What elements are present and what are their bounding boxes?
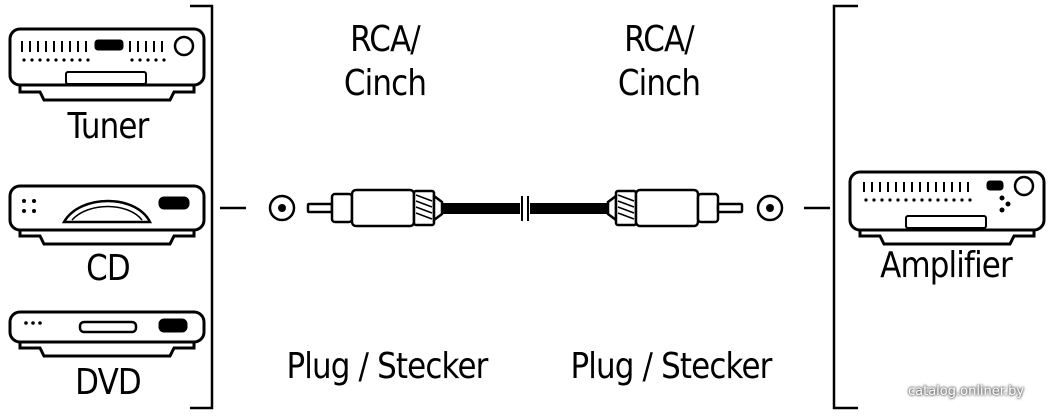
left-connector-type-line1: RCA/ — [350, 19, 421, 60]
right-connector-type-label: RCA/ Cinch — [603, 18, 715, 106]
tuner-label: Tuner — [67, 106, 150, 147]
left-plug-icon — [306, 188, 444, 228]
tuner-icon — [8, 27, 206, 102]
dvd-player-icon — [8, 310, 206, 358]
source-group-bracket — [190, 4, 214, 410]
left-connector-type-label: RCA/ Cinch — [329, 18, 441, 106]
amplifier-label: Amplifier — [880, 245, 1013, 286]
destination-group-bracket — [832, 4, 858, 410]
cable-left-segment — [442, 203, 520, 214]
cable-right-segment — [530, 203, 608, 214]
right-connector-type-line1: RCA/ — [624, 19, 695, 60]
right-plug-label: Plug / Stecker — [570, 346, 772, 387]
dvd-label: DVD — [75, 362, 142, 403]
right-connector-type-line2: Cinch — [617, 63, 701, 104]
cd-player-icon — [8, 184, 206, 246]
left-jack-icon — [268, 194, 296, 222]
right-plug-icon — [606, 188, 744, 228]
left-plug-label: Plug / Stecker — [286, 346, 488, 387]
amplifier-icon — [848, 170, 1046, 246]
right-jack-icon — [756, 194, 784, 222]
cd-label: CD — [86, 248, 131, 289]
left-connector-type-line2: Cinch — [343, 63, 427, 104]
watermark: catalog.onliner.by — [908, 384, 1025, 399]
